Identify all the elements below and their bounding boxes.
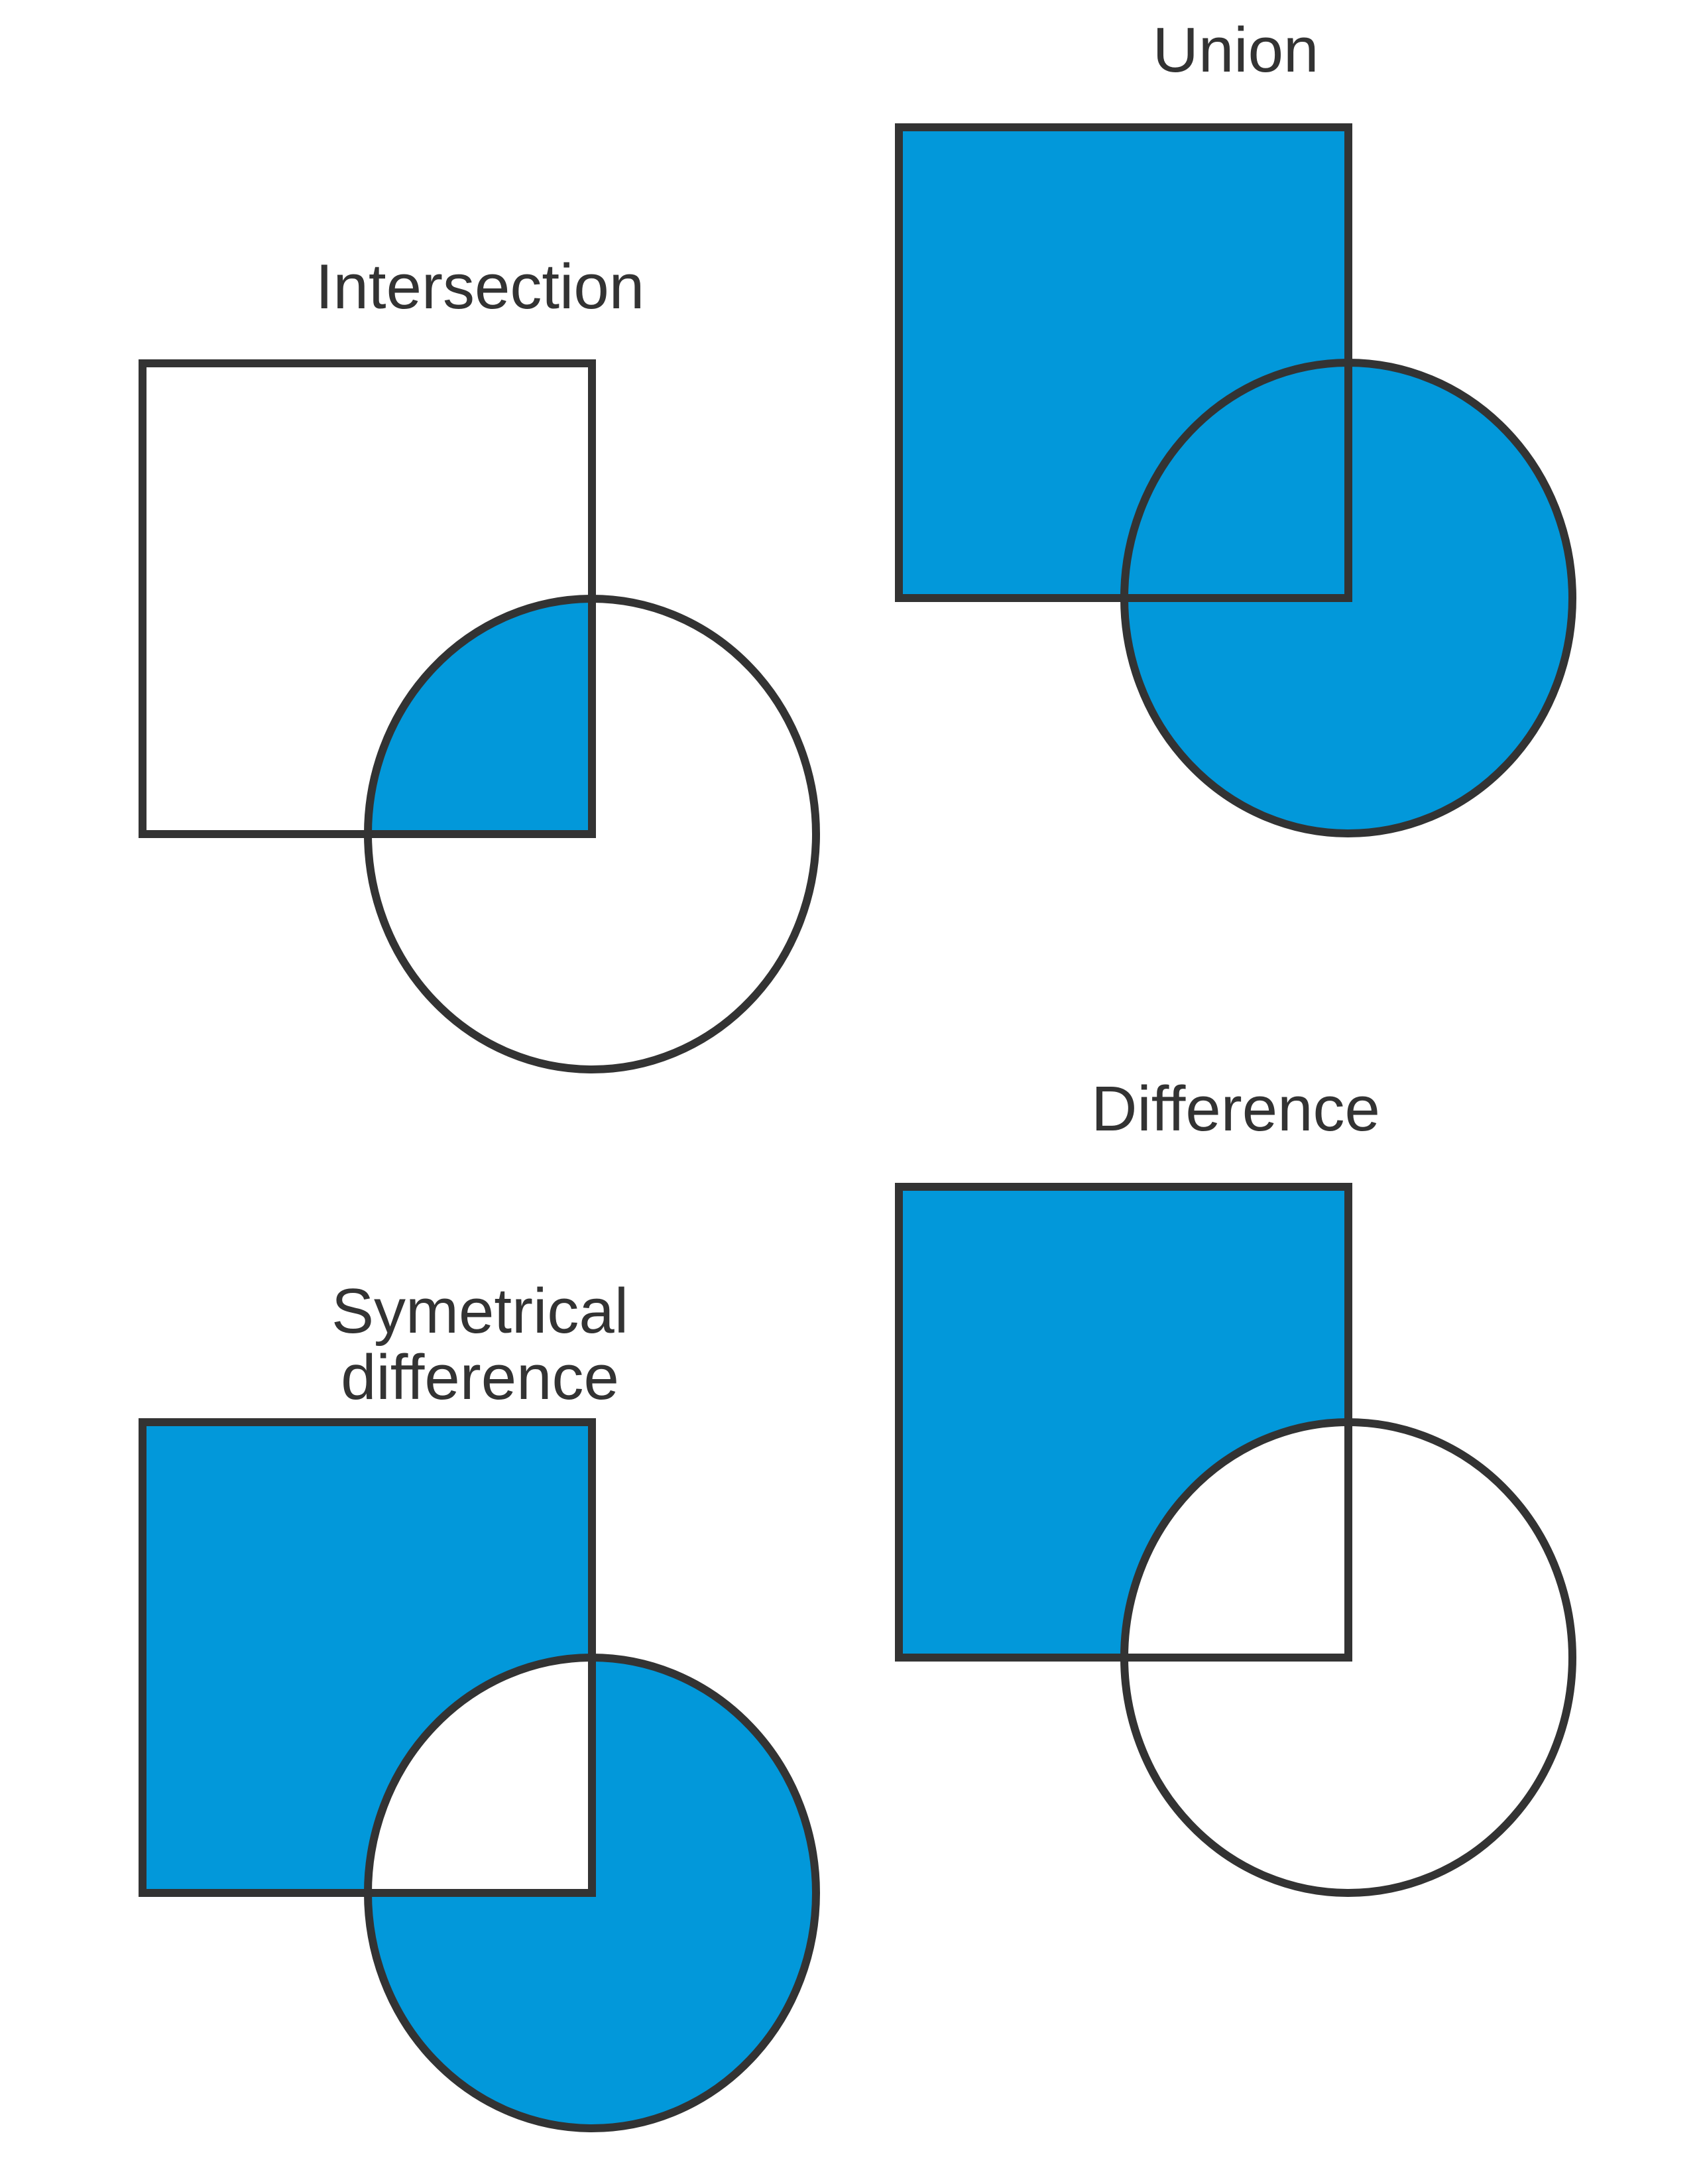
difference-circle bbox=[1120, 1418, 1576, 1897]
intersection-title: Intersection bbox=[316, 251, 644, 322]
union-shaded-region bbox=[899, 127, 1572, 833]
intersection-circle bbox=[364, 595, 820, 1073]
difference-shaded-region bbox=[899, 1187, 1572, 1893]
symmetric-difference-title-line1: Symetrical bbox=[331, 1276, 628, 1347]
symmetric-difference-panel: Symetrical difference bbox=[139, 1276, 820, 2132]
union-title: Union bbox=[1153, 15, 1319, 86]
difference-panel: Difference bbox=[895, 1073, 1576, 1897]
difference-title: Difference bbox=[1091, 1073, 1380, 1144]
intersection-shaded-region bbox=[368, 599, 592, 834]
symmetric-difference-circle bbox=[364, 1654, 820, 2132]
symmetric-difference-title-line2: difference bbox=[341, 1342, 619, 1413]
symmetric-difference-shaded-region bbox=[143, 1422, 816, 2128]
union-circle bbox=[1120, 359, 1576, 837]
intersection-panel: Intersection bbox=[139, 251, 820, 1073]
union-panel: Union bbox=[895, 15, 1576, 837]
